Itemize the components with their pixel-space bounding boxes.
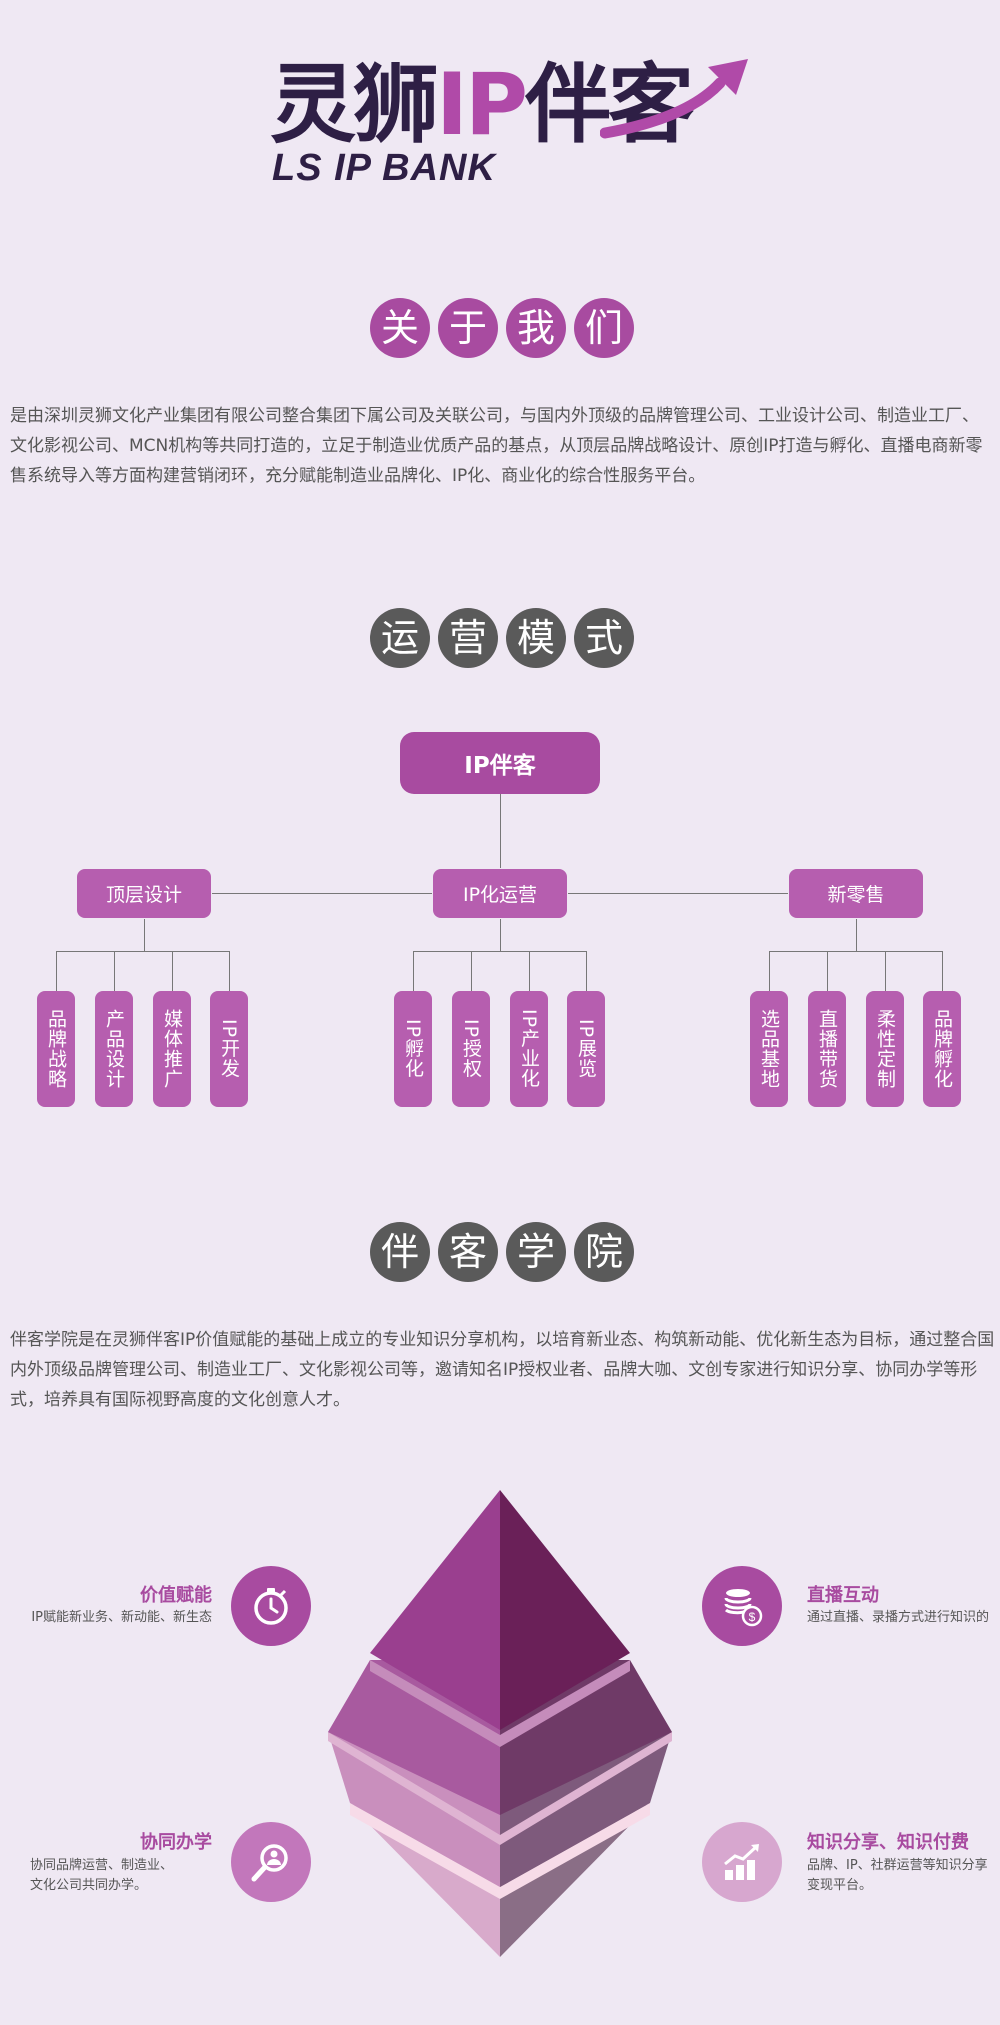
connector-line [212, 893, 432, 894]
academy-heading-char: 客 [438, 1222, 498, 1282]
leaf-flexible-custom: 柔性定制 [866, 991, 904, 1107]
feature-school-title: 协同办学 [140, 1832, 212, 1853]
feature-live-desc: 通过直播、录播方式进行知识的 [807, 1610, 990, 1625]
connector-line [856, 919, 857, 951]
connector-line [172, 951, 173, 991]
tree-root-box: IP伴客 [400, 732, 600, 794]
connector-line [56, 951, 57, 991]
feature-school-desc: 协同品牌运营、制造业、 文化公司共同办学。 [30, 1856, 212, 1896]
connector-line [827, 951, 828, 991]
academy-heading-char: 院 [574, 1222, 634, 1282]
feature-knowledge-title: 知识分享、知识付费 [807, 1832, 969, 1853]
growth-chart-icon [702, 1822, 782, 1902]
logo-arrow-icon [600, 59, 748, 139]
feature-live-title: 直播互动 [807, 1585, 879, 1606]
connector-line [413, 951, 414, 991]
academy-heading-char: 学 [506, 1222, 566, 1282]
leaf-ip-exhibition: IP展览 [567, 991, 605, 1107]
leaf-brand-incubation: 品牌孵化 [923, 991, 961, 1107]
brand-logo: 灵狮IP伴客 LS IP BANK [270, 55, 750, 195]
academy-heading: 伴 客 学 院 [370, 1222, 634, 1282]
logo-text-ip: IP [436, 55, 528, 155]
academy-heading-char: 伴 [370, 1222, 430, 1282]
logo-english-name: LS IP BANK [272, 147, 496, 189]
connector-line [769, 951, 770, 991]
connector-line [413, 951, 587, 952]
leaf-media-promotion: 媒体推广 [153, 991, 191, 1107]
connector-line [500, 919, 501, 951]
feature-knowledge-desc: 品牌、IP、社群运营等知识分享 变现平台。 [807, 1856, 997, 1896]
logo-text-lingshi: 灵狮 [270, 55, 439, 155]
connector-line [586, 951, 587, 991]
connector-line [471, 951, 472, 991]
leaf-ip-development: IP开发 [210, 991, 248, 1107]
connector-line [942, 951, 943, 991]
stopwatch-icon [231, 1566, 311, 1646]
connector-line [144, 919, 145, 951]
connector-line [114, 951, 115, 991]
feature-knowledge-desc-line: 变现平台。 [807, 1878, 873, 1893]
leaf-ip-licensing: IP授权 [452, 991, 490, 1107]
academy-text: 伴客学院是在灵狮伴客IP价值赋能的基础上成立的专业知识分享机构，以培育新业态、构… [10, 1330, 995, 1410]
about-text: 是由深圳灵狮文化产业集团有限公司整合集团下属公司及关联公司，与国内外顶级的品牌管… [10, 406, 983, 486]
about-heading-char: 于 [438, 298, 498, 358]
search-person-icon [231, 1822, 311, 1902]
leaf-selection-base: 选品基地 [750, 991, 788, 1107]
leaf-brand-strategy: 品牌战略 [37, 991, 75, 1107]
model-heading-char: 运 [370, 608, 430, 668]
feature-school-desc-line: 文化公司共同办学。 [30, 1878, 148, 1893]
connector-line [56, 951, 230, 952]
coins-icon: $ [702, 1566, 782, 1646]
svg-text:$: $ [749, 1610, 756, 1624]
leaf-live-selling: 直播带货 [808, 991, 846, 1107]
connector-line [229, 951, 230, 991]
logo-chinese-name: 灵狮IP伴客 [270, 55, 694, 155]
logo-text-banke: 伴客 [525, 55, 694, 155]
feature-value-desc: IP赋能新业务、新动能、新生态 [31, 1610, 212, 1625]
connector-line [885, 951, 886, 991]
about-heading-char: 关 [370, 298, 430, 358]
about-heading-char: 们 [574, 298, 634, 358]
leaf-ip-industrialization: IP产业化 [510, 991, 548, 1107]
connector-line [529, 951, 530, 991]
model-heading-char: 营 [438, 608, 498, 668]
leaf-ip-incubation: IP孵化 [394, 991, 432, 1107]
pyramid-graphic [328, 1490, 672, 1957]
connector-line [500, 794, 501, 868]
connector-line [568, 893, 788, 894]
feature-value-title: 价值赋能 [140, 1585, 212, 1606]
connector-line [769, 951, 943, 952]
model-heading: 运 营 模 式 [370, 608, 634, 668]
branch-top-design: 顶层设计 [77, 869, 211, 918]
about-heading: 关 于 我 们 [370, 298, 634, 358]
feature-school-desc-line: 协同品牌运营、制造业、 [30, 1858, 174, 1873]
about-heading-char: 我 [506, 298, 566, 358]
branch-new-retail: 新零售 [789, 869, 923, 918]
model-heading-char: 模 [506, 608, 566, 668]
branch-ip-operation: IP化运营 [433, 869, 567, 918]
leaf-product-design: 产品设计 [95, 991, 133, 1107]
model-heading-char: 式 [574, 608, 634, 668]
feature-knowledge-desc-line: 品牌、IP、社群运营等知识分享 [807, 1858, 988, 1873]
